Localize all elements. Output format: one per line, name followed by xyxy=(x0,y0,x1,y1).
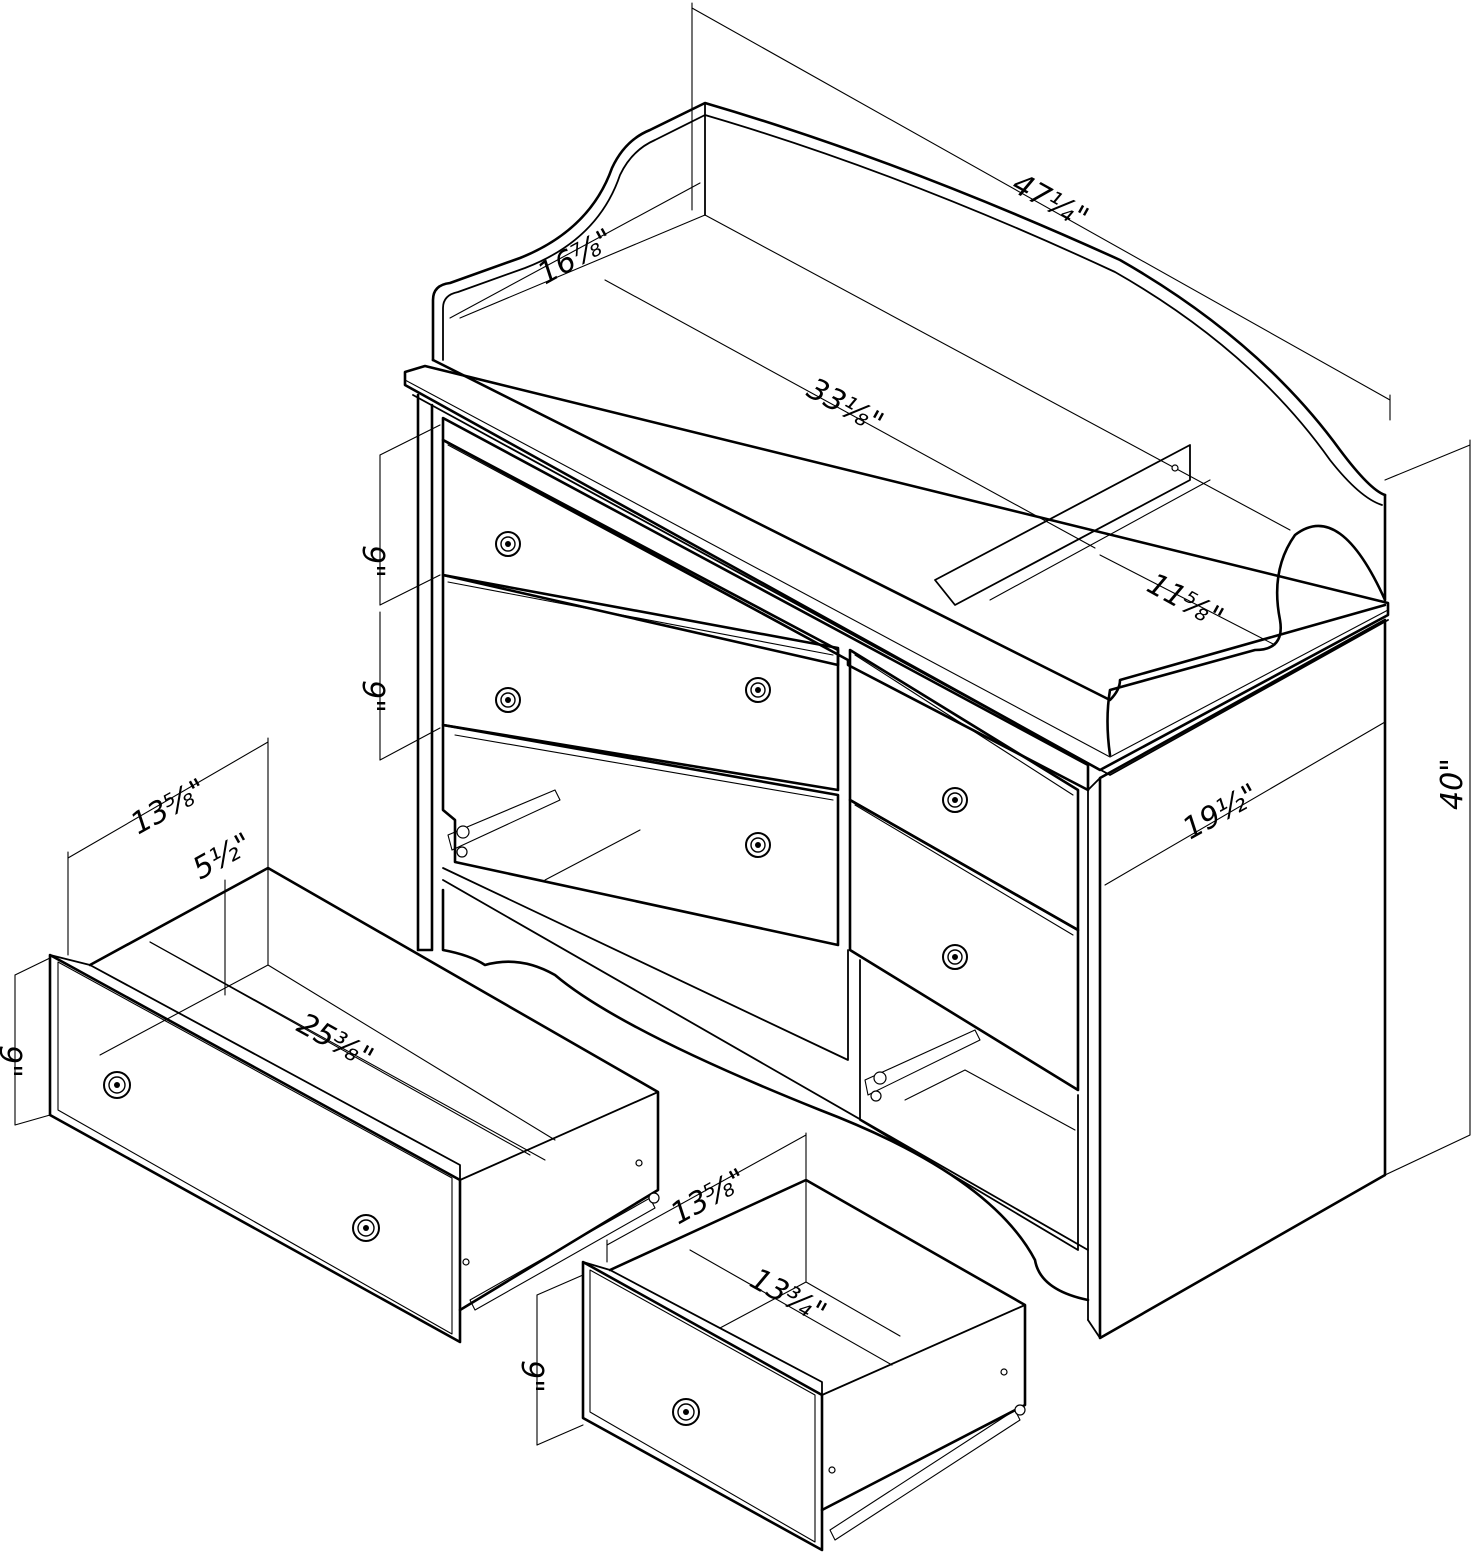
second-drawer-front xyxy=(441,573,840,792)
dim-small-drawer-front-height: 9" xyxy=(514,1360,549,1393)
opening-shelf-line xyxy=(544,829,641,881)
large-drawer-front-bevel xyxy=(57,961,453,1335)
compartment-floor xyxy=(989,479,1211,601)
divider-hole xyxy=(1171,464,1179,472)
dim-overall-height: 40" xyxy=(1435,758,1470,810)
tray-right-end xyxy=(1106,493,1387,757)
skirt-top-edge xyxy=(442,879,1089,1251)
large-drawer-hole xyxy=(635,1159,643,1167)
large-drawer-floor-side xyxy=(99,964,269,1056)
knob-icon xyxy=(352,1214,380,1242)
top-drawer-bevel xyxy=(447,444,839,656)
cabinet-frame-top xyxy=(441,416,1090,792)
large-drawer-hole xyxy=(462,1258,470,1266)
third-drawer-bevel xyxy=(454,734,834,801)
knob-icon xyxy=(745,832,771,858)
small-drawer-side-top xyxy=(821,1304,1026,1396)
left-opening xyxy=(442,867,849,1061)
right-side-panel xyxy=(1098,618,1387,1340)
dim-small-drawer-inner-width: 13¾" xyxy=(744,1261,832,1331)
knob-icon xyxy=(495,687,521,713)
divider-board xyxy=(934,444,1191,606)
dim-storage-compartment-width: 11⅝" xyxy=(1141,566,1229,636)
tray-front-lip xyxy=(431,358,1387,702)
dimension-lines xyxy=(14,2,1471,1446)
knob-icon xyxy=(942,787,968,813)
knob-icon xyxy=(942,944,968,970)
dim-top-depth: 16⅞" xyxy=(532,222,620,292)
dim-large-drawer-front-height: 9" xyxy=(0,1045,27,1078)
changing-table-cabinet xyxy=(403,101,1390,1340)
large-drawer xyxy=(48,866,660,1344)
right-opening xyxy=(859,959,1079,1251)
dim-changing-tray-width: 33⅛" xyxy=(801,371,889,441)
second-drawer-bevel xyxy=(447,581,834,656)
top-molding-line xyxy=(404,379,1389,758)
knob-icon xyxy=(495,531,521,557)
large-drawer-side-top xyxy=(459,1091,659,1181)
small-drawer-hole xyxy=(1000,1368,1008,1376)
large-drawer-box xyxy=(88,866,660,1312)
right-drawer-1 xyxy=(848,648,1080,932)
drawer-slide-icon xyxy=(447,789,561,858)
drawer-slide-icon xyxy=(469,1192,660,1311)
dim-top-drawer-height: 9" xyxy=(355,545,390,578)
left-post xyxy=(416,393,434,952)
knob-icon xyxy=(103,1071,131,1099)
back-rail-inner xyxy=(442,114,1383,506)
small-drawer-floor xyxy=(719,1281,807,1329)
right-drawer-1-bevel xyxy=(854,654,1074,796)
third-drawer-front xyxy=(441,723,840,947)
drawer-slide-icon xyxy=(829,1404,1026,1541)
drawer-slide-icon xyxy=(864,1029,981,1102)
small-drawer-hole xyxy=(828,1466,836,1474)
bottom-skirt xyxy=(441,888,1090,1302)
dim-second-drawer-height: 9" xyxy=(355,680,390,713)
small-drawer-front-bevel xyxy=(589,1269,816,1543)
knob-icon xyxy=(745,677,771,703)
right-post-bottom xyxy=(1087,1319,1101,1339)
large-drawer-top-edge xyxy=(49,954,461,1181)
right-drawer-2-bevel xyxy=(854,804,1074,936)
dim-large-drawer-depth: 13⅝" xyxy=(125,772,213,842)
tray-floor-back xyxy=(459,214,1291,531)
dim-cabinet-depth: 19½" xyxy=(1177,777,1265,847)
small-drawer-top-edge xyxy=(582,1261,823,1396)
dim-overall-width: 47¼" xyxy=(1006,166,1094,236)
top-molding-lower xyxy=(412,394,1389,776)
small-drawer-box xyxy=(608,1178,1027,1512)
top-molding xyxy=(403,364,1390,772)
knob-icon xyxy=(672,1398,700,1426)
opening-back-line xyxy=(904,1069,1076,1131)
dim-small-drawer-depth: 13⅝" xyxy=(665,1162,753,1232)
small-drawer xyxy=(581,1178,1027,1552)
dim-large-drawer-inner-width: 25⅜" xyxy=(291,1006,379,1076)
right-drawer-2 xyxy=(848,798,1080,1092)
back-rail xyxy=(431,101,1387,497)
right-post-top xyxy=(1087,777,1101,791)
